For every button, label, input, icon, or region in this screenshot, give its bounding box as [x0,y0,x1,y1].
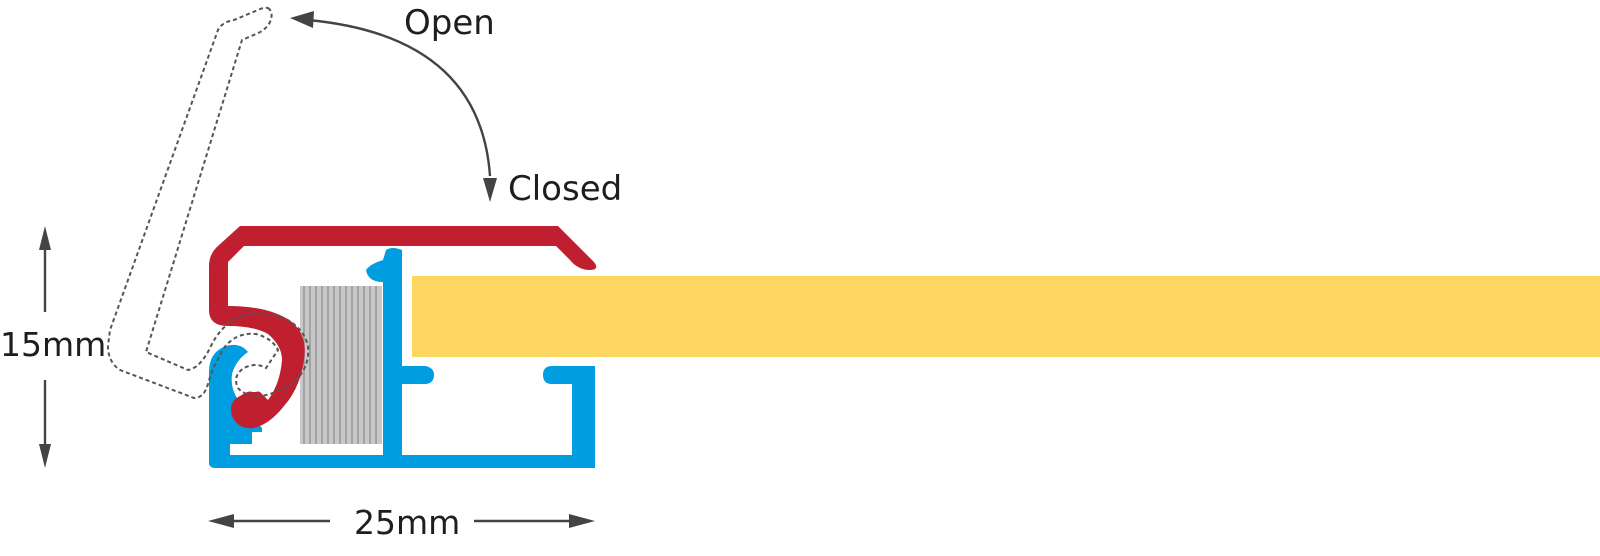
cover-profile-open-outline [106,6,310,400]
height-dimension: 15mm [0,226,106,468]
base-inner-lip [230,432,252,444]
cover-hook-notch [244,374,265,392]
spring-insert [300,286,382,444]
height-arrowhead-up [39,226,51,250]
spring-lines [303,286,377,444]
base-post-ledge [402,366,434,384]
label-height: 15mm [0,325,106,364]
label-open: Open [404,3,495,43]
base-right-channel [543,366,595,455]
spring-block [300,286,382,444]
base-bottom-bar [209,455,595,468]
label-closed: Closed [508,169,622,209]
width-arrowhead-left [208,514,234,528]
base-center-post [366,248,402,455]
label-width: 25mm [354,503,460,542]
arc-arrowhead-closed [483,178,497,202]
arc-arrowhead-open [290,11,314,28]
poster-insert [412,276,1600,357]
width-dimension: 25mm [208,503,595,542]
open-close-arc [307,18,492,177]
width-arrowhead-right [569,514,595,528]
cover-profile-closed [209,226,597,429]
height-arrowhead-down [39,444,51,468]
